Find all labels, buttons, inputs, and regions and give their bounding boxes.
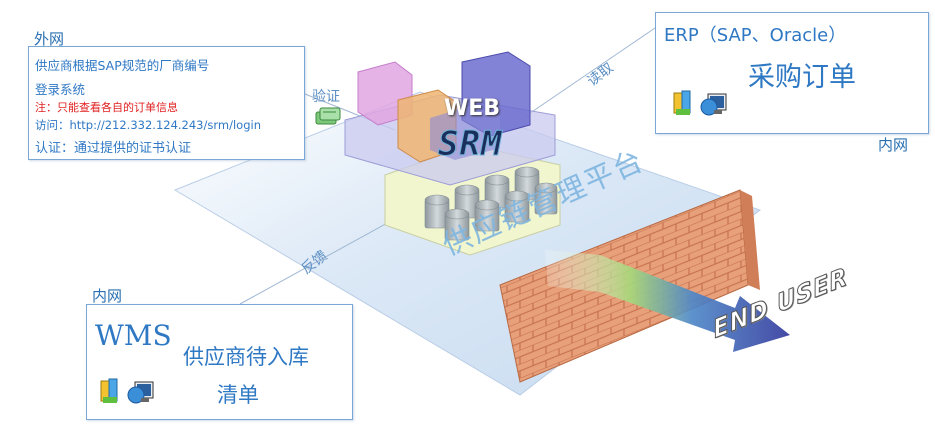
panel-line-2: 登录系统 <box>35 82 86 97</box>
label-verify: 验证 <box>312 89 340 105</box>
zone-label-internal-right: 内网 <box>878 136 909 154</box>
panel-access-url[interactable]: 访问：http://212.332.124.243/srm/login <box>35 118 261 132</box>
monitor-globe-icon <box>127 381 154 404</box>
wms-title: WMS <box>95 319 172 352</box>
panel-line-1: 供应商根据SAP规范的厂商编号 <box>35 58 210 73</box>
server-cluster-icon <box>100 378 118 403</box>
web-label: WEB <box>444 96 501 121</box>
wms-line-2: 清单 <box>217 383 259 407</box>
wms-panel: WMS 供应商待入库 清单 <box>86 304 353 420</box>
database-cylinders <box>424 166 558 241</box>
zone-label-internal-left: 内网 <box>92 287 123 305</box>
line-read <box>519 27 656 121</box>
erp-subtitle: 采购订单 <box>748 62 856 93</box>
zone-label-external: 外网 <box>34 30 65 48</box>
erp-title: ERP（SAP、Oracle） <box>664 25 847 46</box>
erp-panel: ERP（SAP、Oracle） 采购订单 <box>655 12 929 134</box>
wms-icons <box>99 377 157 405</box>
supplier-login-panel: 供应商根据SAP规范的厂商编号 登录系统 注：只能查看各自的订单信息 访问：ht… <box>28 46 305 160</box>
certificate-icon <box>315 107 341 125</box>
monitor-globe-icon <box>700 93 727 116</box>
server-cluster-icon <box>673 90 691 115</box>
panel-note: 注：只能查看各自的订单信息 <box>35 101 178 114</box>
srm-label: SRM <box>437 124 503 165</box>
panel-auth: 认证：通过提供的证书认证 <box>35 141 192 156</box>
end-user-arrow <box>545 250 790 352</box>
wms-line-1: 供应商待入库 <box>183 345 309 369</box>
erp-icons <box>672 89 730 117</box>
